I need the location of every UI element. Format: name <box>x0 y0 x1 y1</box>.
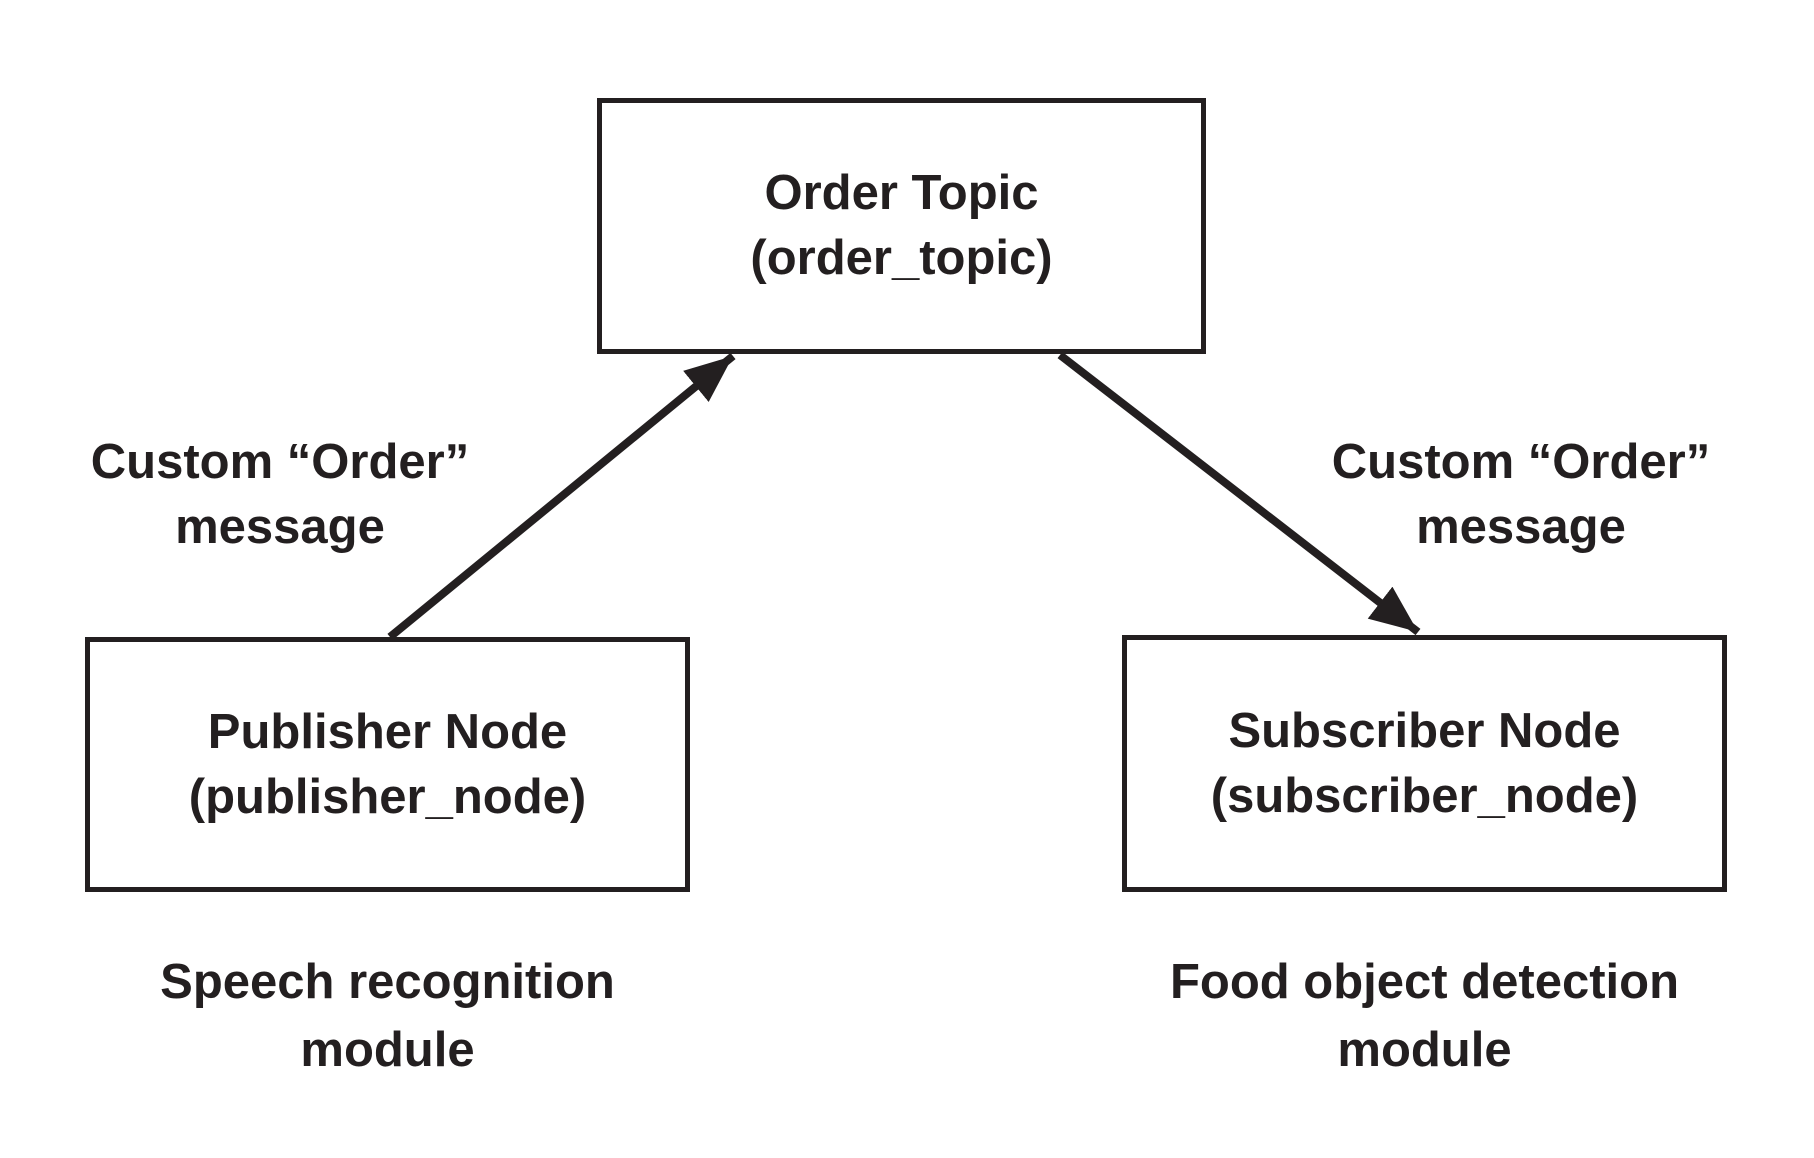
subscriber-node: Subscriber Node (subscriber_node) <box>1122 635 1727 892</box>
subscriber-caption: Food object detection module <box>1097 948 1752 1084</box>
subscriber-caption-line1: Food object detection <box>1169 955 1680 1009</box>
publish-edge-label-line2: message <box>175 500 385 554</box>
subscribe-edge-label-line1: Custom “Order” <box>1331 435 1711 489</box>
subscriber-node-title: Subscriber Node <box>1228 703 1621 758</box>
order-topic-node: Order Topic (order_topic) <box>597 98 1206 354</box>
publisher-node: Publisher Node (publisher_node) <box>85 637 690 892</box>
publisher-caption-line2: module <box>300 1023 475 1077</box>
subscribe-edge-label: Custom “Order” message <box>1281 430 1761 560</box>
publisher-caption: Speech recognition module <box>60 948 715 1084</box>
publish-edge-label: Custom “Order” message <box>40 430 520 560</box>
subscriber-node-subtitle: (subscriber_node) <box>1210 768 1639 823</box>
publisher-node-subtitle: (publisher_node) <box>188 769 587 824</box>
subscriber-caption-line2: module <box>1337 1023 1512 1077</box>
publisher-node-title: Publisher Node <box>207 704 568 759</box>
publish-edge-label-line1: Custom “Order” <box>90 435 470 489</box>
publisher-caption-line1: Speech recognition <box>160 955 615 1009</box>
order-topic-subtitle: (order_topic) <box>750 231 1053 285</box>
subscribe-edge-label-line2: message <box>1416 500 1626 554</box>
order-topic-title: Order Topic <box>764 166 1039 220</box>
